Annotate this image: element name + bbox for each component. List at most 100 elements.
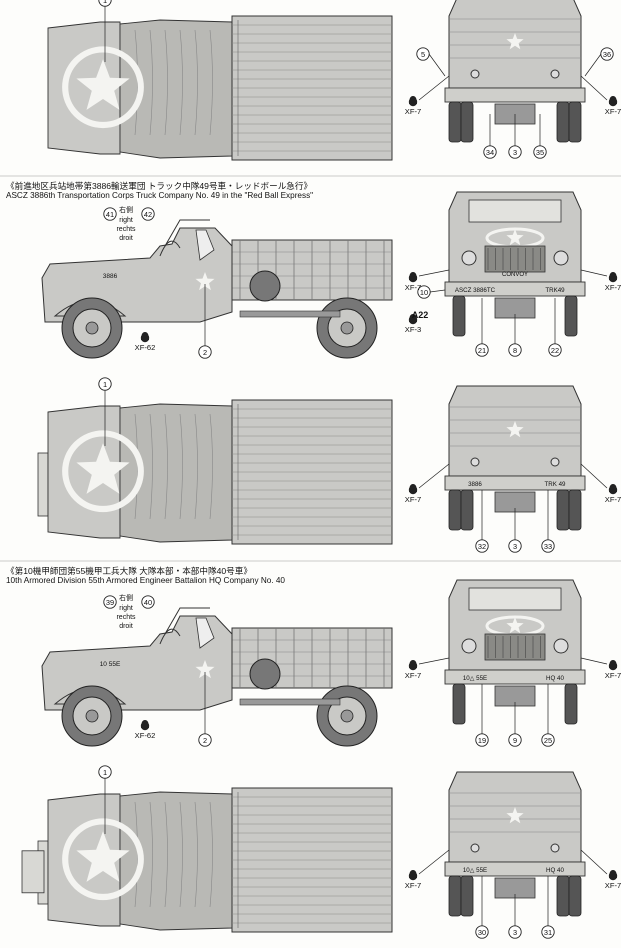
tire: [448, 875, 462, 917]
windshield: [468, 587, 562, 611]
callout-number: 32: [475, 539, 489, 553]
right-headlight: [553, 250, 569, 266]
callout-number: 22: [548, 343, 562, 357]
hood-star: [506, 229, 524, 246]
windshield-frame: [164, 219, 210, 247]
tire: [556, 875, 570, 917]
callout-number: 1: [98, 377, 112, 391]
side-note-jp: 右側: [119, 593, 133, 602]
callout-number: 36: [600, 47, 614, 61]
callout-number: 2: [198, 345, 212, 359]
callout-label: 42: [144, 210, 152, 219]
tire: [460, 875, 474, 917]
bumper-marking-right: TRK 49: [545, 481, 567, 488]
callout-label: 2: [203, 736, 207, 745]
leader-line: [428, 53, 446, 77]
callout-label: 22: [551, 346, 559, 355]
callout-label: 39: [106, 598, 114, 607]
front-wheel: [61, 685, 123, 747]
side-note-de: rechts: [116, 226, 136, 233]
bumper: [444, 87, 586, 103]
top-view-3: 1: [21, 765, 393, 933]
canvas-fold: [164, 29, 168, 136]
callout-number: 1: [98, 765, 112, 779]
tire: [460, 101, 474, 143]
spare-tire: [249, 270, 281, 302]
left-tail-light: [470, 69, 480, 79]
callout-number: 3: [508, 539, 522, 553]
section-2-title-jp: 《前進地区兵站地帯第3886輸送軍団 トラック中隊49号車・レッドボール急行》: [6, 181, 313, 191]
callout-label: 30: [478, 928, 486, 937]
canvas-fold: [194, 801, 198, 908]
front-bumper: [37, 452, 49, 517]
callout-label: 35: [536, 148, 544, 157]
bumper-marking-right: TRK49: [545, 287, 565, 294]
callout-label: 1: [103, 0, 107, 5]
callout-number: 21: [475, 343, 489, 357]
callout-number: 42: [141, 207, 155, 221]
canvas-fold: [194, 29, 198, 136]
tailgate-star: [506, 421, 524, 438]
leader-line: [418, 657, 450, 665]
tire: [448, 489, 462, 531]
hood-marking: 10 55E: [100, 661, 121, 668]
paint-code: XF-62: [135, 731, 156, 740]
paint-code: XF-7: [605, 495, 621, 504]
radiator-grille: [484, 245, 546, 273]
canvas-fold: [164, 801, 168, 908]
callout-number: 35: [533, 145, 547, 159]
callout-number: 19: [475, 733, 489, 747]
callout-number: 25: [541, 733, 555, 747]
steering-wheel: [159, 240, 181, 257]
cab-roof-canvas: [119, 791, 233, 931]
bumper-marking-left: ASCZ 3886TC: [455, 287, 496, 294]
callout-label: 33: [544, 542, 552, 551]
callout-label: 1: [103, 380, 107, 389]
leader-line: [580, 269, 608, 277]
paint-reference: XF-7: [605, 484, 621, 504]
hood: [47, 793, 121, 927]
paint-code: XF-7: [605, 107, 621, 116]
paint-reference: XF-7: [605, 96, 621, 116]
star-emblem: [62, 818, 144, 901]
tire: [452, 295, 466, 337]
tire: [568, 875, 582, 917]
paint-reference: XF-7: [405, 272, 421, 292]
callout-label: 1: [103, 768, 107, 777]
rear-wheel: [316, 297, 378, 359]
top-view-1: 1: [47, 0, 393, 161]
section-2-title-en: ASCZ 3886th Transportation Corps Truck C…: [6, 191, 314, 200]
callout-number: 30: [475, 925, 489, 939]
callout-number: 3: [508, 925, 522, 939]
right-tail-light: [550, 457, 560, 467]
callout-label: 10: [420, 288, 428, 297]
canvas-fold: [149, 413, 153, 520]
tire: [448, 101, 462, 143]
canvas-fold: [209, 801, 213, 908]
leader-line: [580, 849, 608, 875]
callout-label: 41: [106, 210, 114, 219]
canvas-fold: [209, 29, 213, 136]
callout-number: 3: [508, 145, 522, 159]
door-star: [195, 660, 215, 679]
callout-label: 19: [478, 736, 486, 745]
callout-label: 21: [478, 346, 486, 355]
tailgate-star: [506, 33, 524, 50]
paint-code: XF-7: [405, 671, 421, 680]
callout-number: 5: [416, 47, 430, 61]
callout-number: 31: [541, 925, 555, 939]
paint-code: XF-7: [405, 495, 421, 504]
callout-label: 34: [486, 148, 494, 157]
star-emblem: [62, 430, 144, 513]
callout-label: 32: [478, 542, 486, 551]
leader-line: [418, 849, 450, 875]
canvas-fold: [194, 413, 198, 520]
paint-reference: XF-7: [405, 96, 421, 116]
tire: [564, 683, 578, 725]
paint-code: XF-7: [405, 283, 421, 292]
tailgate-star: [506, 807, 524, 824]
